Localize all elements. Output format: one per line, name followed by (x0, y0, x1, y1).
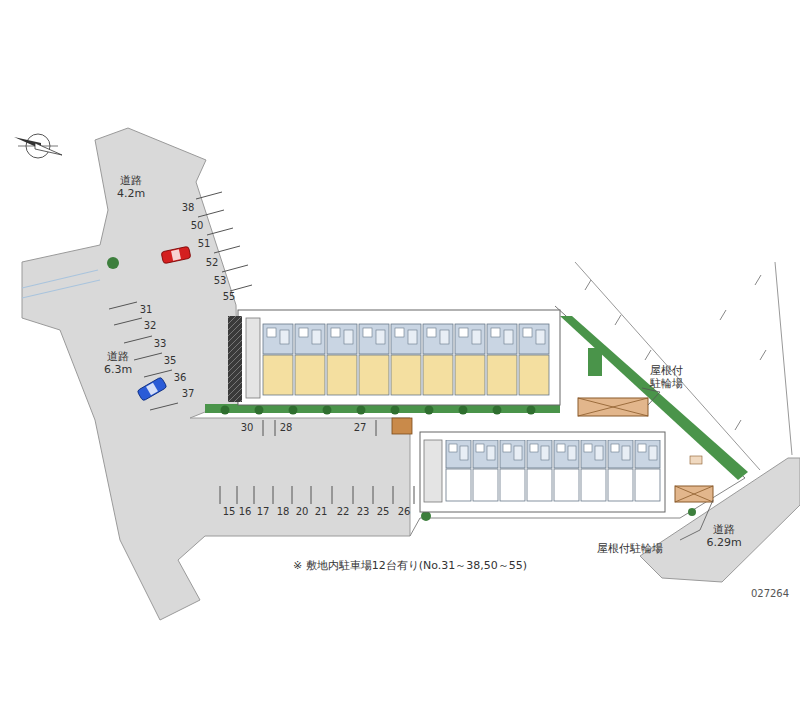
parking-number: 36 (174, 372, 187, 384)
parking-note: ※ 敷地内駐車場12台有り(No.31～38,50～55) (293, 560, 527, 573)
car (137, 246, 191, 401)
bike-parking-label: 屋根付駐輪場 (597, 543, 663, 556)
parking-number: 26 (398, 506, 411, 518)
stall-lines (220, 486, 414, 504)
building-a (228, 310, 560, 405)
car (137, 377, 167, 401)
road-label: 道路 6.29m (703, 524, 745, 549)
car (146, 383, 158, 396)
parking-number: 53 (214, 275, 227, 287)
building-a (246, 318, 260, 398)
car (171, 249, 181, 260)
parking-number: 18 (277, 506, 290, 518)
parking-number: 25 (377, 506, 390, 518)
parking-number: 27 (354, 422, 367, 434)
parking-number: 50 (191, 220, 204, 232)
parking-number: 30 (241, 422, 254, 434)
bike-shelter (675, 486, 713, 502)
parking-number: 23 (357, 506, 370, 518)
car (161, 246, 191, 264)
building-b (420, 432, 665, 512)
bike-shelter (690, 456, 702, 464)
parking-number: 37 (182, 388, 195, 400)
parking-number: 55 (223, 291, 236, 303)
parking-number: 35 (164, 355, 177, 367)
parking-number: 52 (206, 257, 219, 269)
building-b (424, 440, 442, 502)
bike-shelter (675, 486, 713, 502)
greenery (107, 257, 119, 269)
parking-number: 38 (182, 202, 195, 214)
parking-number: 20 (296, 506, 309, 518)
parking-number: 17 (257, 506, 270, 518)
road-area (22, 128, 800, 620)
parking-number: 33 (154, 338, 167, 350)
stall-lines (196, 192, 252, 291)
parking-number: 15 (223, 506, 236, 518)
greenery (107, 257, 696, 521)
stall-lines (109, 192, 414, 504)
bike-parking-label: 屋根付 駐輪場 (645, 365, 687, 390)
parking-number: 31 (140, 304, 153, 316)
building-a (238, 310, 560, 405)
road-area (22, 280, 100, 298)
greenery (392, 418, 412, 434)
road-label: 道路 4.2m (113, 175, 149, 200)
car (137, 377, 167, 401)
parking-number: 28 (280, 422, 293, 434)
compass (35, 143, 62, 155)
greenery (688, 508, 696, 516)
road-area (22, 270, 98, 288)
parking-number: 22 (337, 506, 350, 518)
car (161, 246, 191, 264)
bike-shelter (578, 398, 648, 416)
parking-number: 51 (198, 238, 211, 250)
parking-number: 16 (239, 506, 252, 518)
road-label: 道路 6.3m (100, 351, 136, 376)
building-a (228, 316, 242, 402)
site-boundary (775, 262, 792, 455)
bike-shelter (578, 398, 648, 416)
leader-line (680, 500, 713, 540)
leader-line (642, 388, 660, 405)
building-b (420, 432, 665, 512)
building-a (262, 318, 550, 398)
stall-lines (263, 420, 376, 436)
compass (14, 134, 62, 158)
property-code: 027264 (751, 588, 789, 600)
greenery (588, 348, 602, 376)
leader-line (642, 388, 713, 540)
parking-number: 32 (144, 320, 157, 332)
building-b (445, 440, 661, 502)
parking-number: 21 (315, 506, 328, 518)
bike-shelter (578, 398, 713, 502)
